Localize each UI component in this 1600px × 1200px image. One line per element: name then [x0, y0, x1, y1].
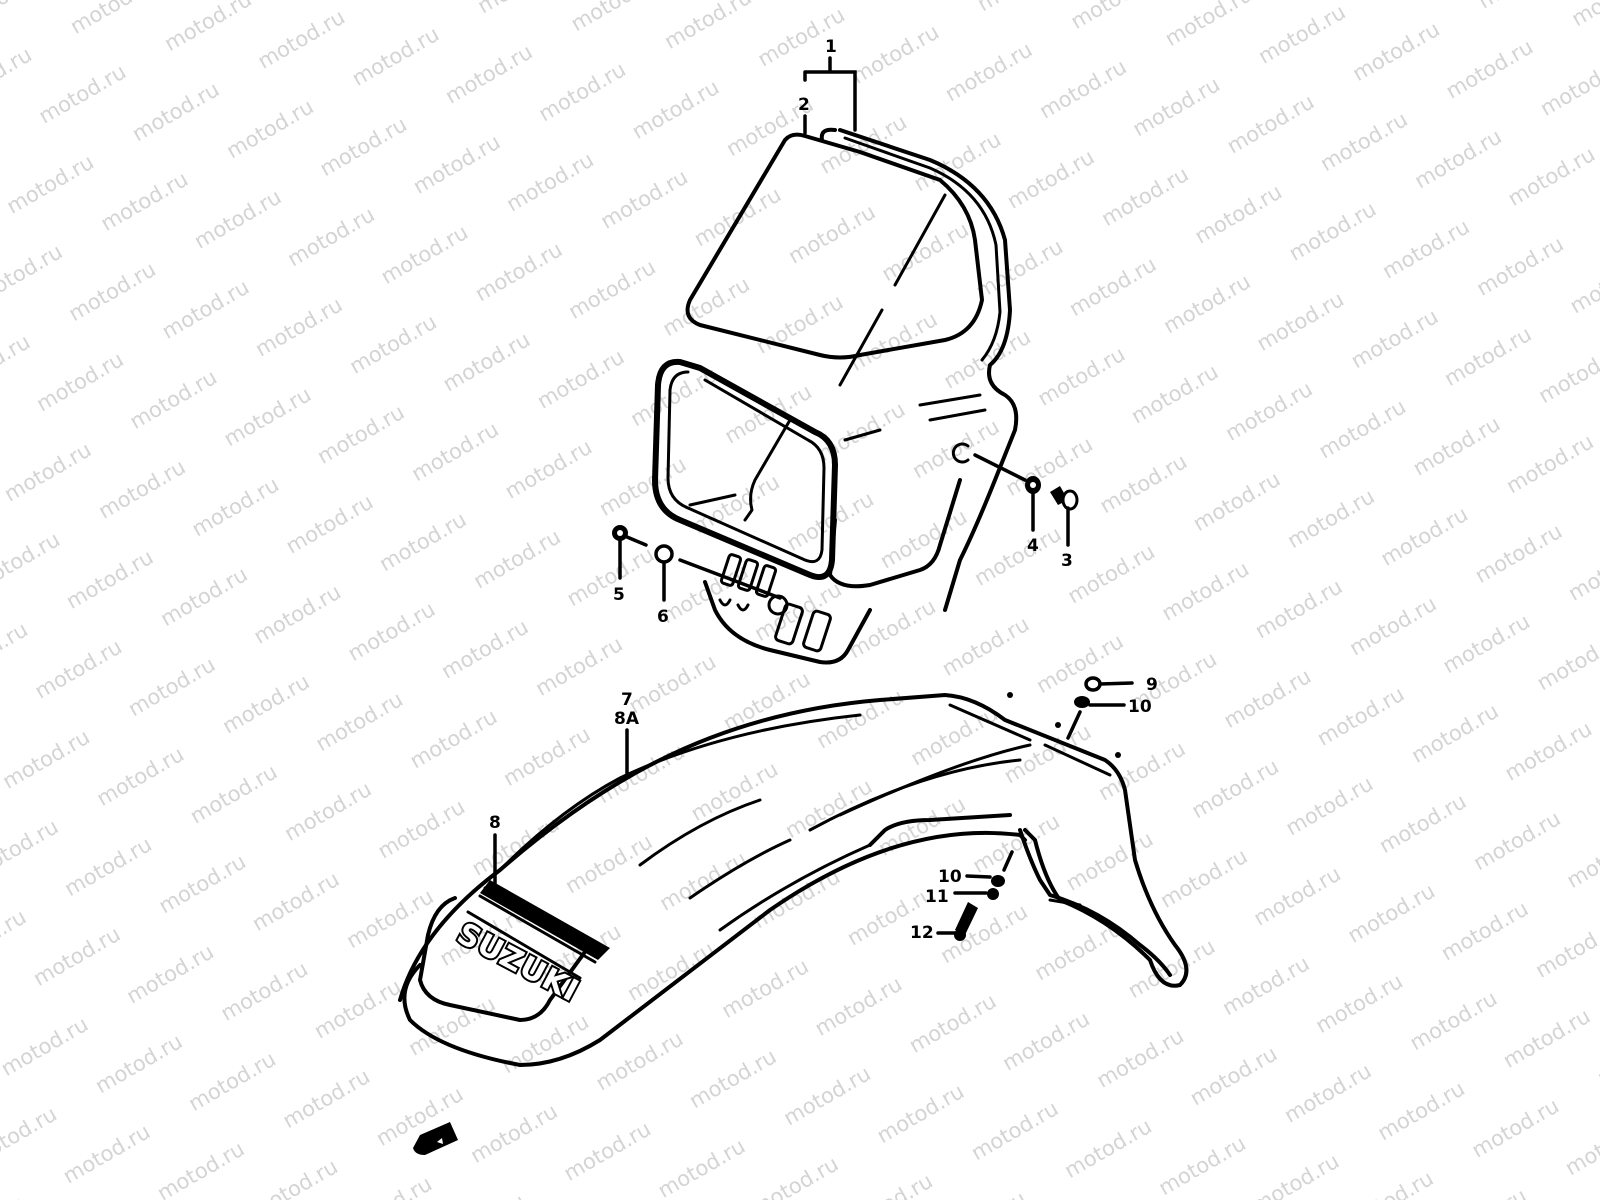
right-mount-hardware[interactable] — [973, 453, 1079, 511]
bolt-9-icon — [1084, 676, 1102, 692]
svg-text:7: 7 — [621, 690, 633, 710]
svg-text:6: 6 — [657, 607, 669, 627]
callout-12: 12 — [910, 923, 934, 943]
washer-10b-icon — [991, 875, 1005, 887]
callout-9: 9 — [1146, 675, 1158, 695]
washer-11-icon — [987, 888, 999, 900]
washer-6-icon — [654, 544, 674, 564]
svg-text:1: 1 — [825, 37, 837, 57]
svg-text:12: 12 — [910, 923, 934, 943]
callout-11: 11 — [925, 887, 949, 907]
svg-text:9: 9 — [1146, 675, 1158, 695]
front-arrow-icon — [413, 1122, 458, 1155]
svg-text:3: 3 — [1061, 551, 1073, 571]
callout-6: 6 — [657, 560, 669, 627]
headlight-housing[interactable] — [652, 127, 1019, 665]
callout-1: 1 — [803, 37, 857, 132]
left-mount-hardware[interactable] — [612, 525, 782, 600]
washer-10-icon — [1074, 696, 1090, 708]
svg-text:10: 10 — [1128, 697, 1152, 717]
callout-7-8a: 7 8A — [614, 690, 640, 780]
fender-underside-hardware[interactable] — [936, 850, 1014, 941]
callout-2: 2 — [798, 95, 810, 135]
svg-text:11: 11 — [925, 887, 949, 907]
svg-text:10: 10 — [938, 867, 962, 887]
callout-5: 5 — [613, 539, 625, 605]
callout-3: 3 — [1061, 506, 1073, 571]
bolt-12-icon — [955, 902, 978, 935]
fender-top-hardware[interactable] — [1066, 676, 1134, 740]
svg-text:8: 8 — [489, 813, 501, 833]
fender-emblem[interactable]: SUZUKI — [418, 880, 610, 1022]
svg-text:2: 2 — [798, 95, 810, 115]
callout-4: 4 — [1027, 492, 1039, 556]
callout-8: 8 — [489, 813, 501, 892]
callout-10-under: 10 — [938, 867, 962, 887]
svg-text:8A: 8A — [614, 709, 640, 729]
callout-10-top: 10 — [1128, 697, 1152, 717]
svg-text:5: 5 — [613, 585, 625, 605]
svg-text:4: 4 — [1027, 536, 1039, 556]
front-fender[interactable]: SUZUKI — [398, 692, 1189, 1067]
